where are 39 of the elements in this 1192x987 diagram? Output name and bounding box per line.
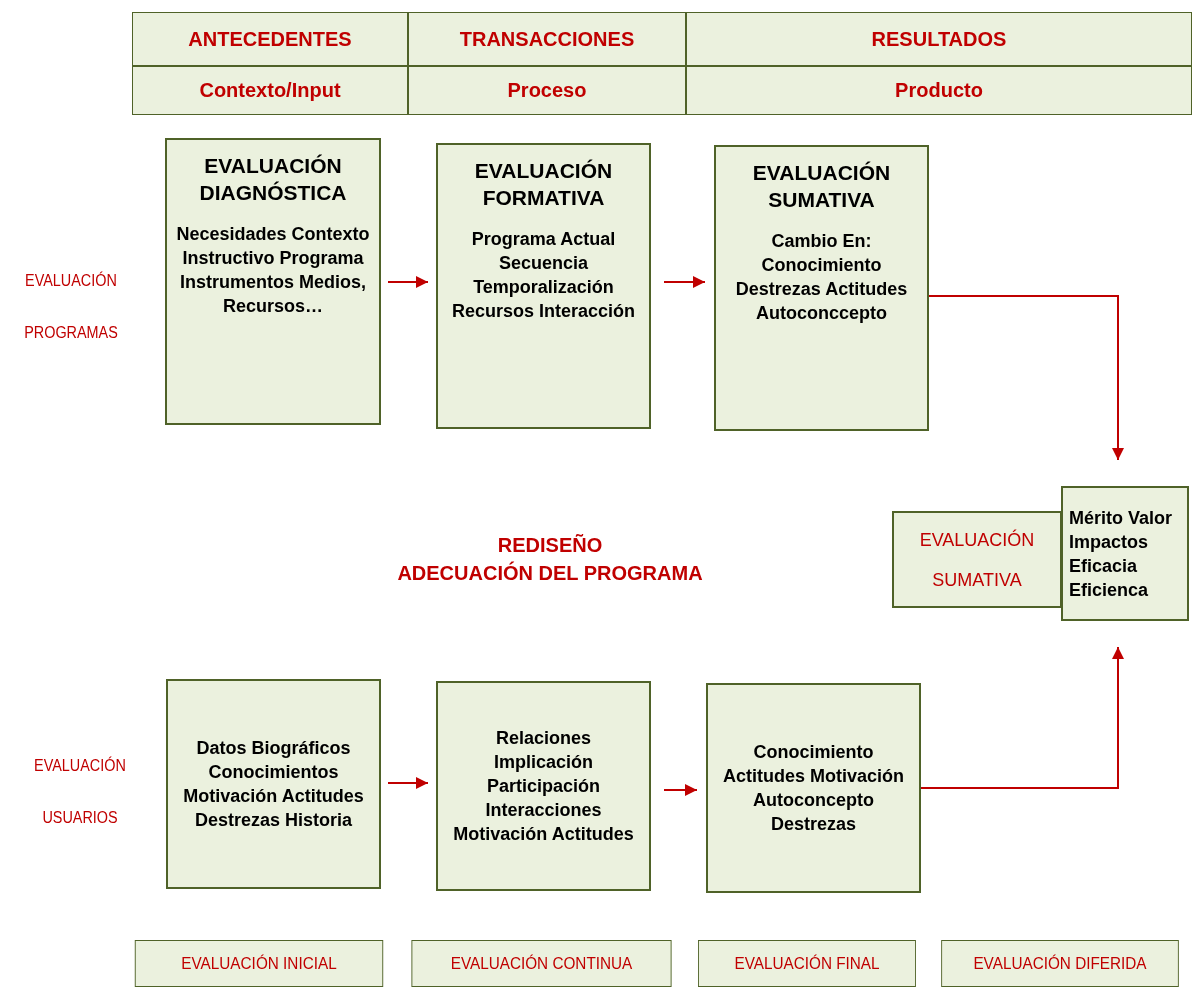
arrow <box>663 276 706 288</box>
arrow <box>387 276 429 288</box>
side-label: REDISEÑO <box>496 533 604 558</box>
table-cell: RESULTADOS <box>686 12 1192 66</box>
table-cell: ANTECEDENTES <box>132 12 408 66</box>
process-box <box>436 681 651 891</box>
process-box <box>1061 486 1189 621</box>
side-label: EVALUACIÓN USUARIOS <box>33 755 127 828</box>
table-cell: TRANSACCIONES <box>408 12 686 66</box>
arrow <box>928 295 1124 461</box>
arrow <box>920 646 1124 789</box>
side-label: ADECUACIÓN DEL PROGRAMA <box>396 560 704 586</box>
box-title: EVALUACIÓN DIAGNÓSTICA <box>198 153 348 206</box>
table-cell: Contexto/Input <box>132 66 408 115</box>
arrow <box>663 784 698 796</box>
table-cell: EVALUACIÓN CONTINUA <box>411 940 672 987</box>
table-cell: Proceso <box>408 66 686 115</box>
process-box <box>165 138 381 425</box>
box-text: Conocimiento Actitudes Motivación Autoconcepto Destrezas <box>722 741 905 836</box>
box-text: Datos Biográficos Conocimientos Motivación Actitudes Destrezas Historia <box>182 737 365 832</box>
arrow <box>387 777 429 789</box>
process-box <box>892 511 1062 608</box>
box-text: Necesidades Contexto Instructivo Programa Instrumentos Medios, Recursos… <box>175 223 371 318</box>
process-box <box>166 679 381 889</box>
box-title: EVALUACIÓN SUMATIVA <box>751 160 892 213</box>
process-box <box>436 143 651 429</box>
process-box <box>714 145 929 431</box>
table-cell: EVALUACIÓN INICIAL <box>134 940 384 987</box>
side-label: EVALUACIÓN PROGRAMAS <box>23 270 119 343</box>
box-text: Relaciones Implicación Participación Interacciones Motivación Actitudes <box>452 727 635 846</box>
box-text: EVALUACIÓN SUMATIVA <box>918 528 1036 592</box>
table-cell: EVALUACIÓN DIFERIDA <box>941 940 1179 987</box>
table-cell: Producto <box>686 66 1192 115</box>
box-text: Programa Actual Secuencia Temporalización Recursos Interacción <box>450 228 637 323</box>
process-box <box>706 683 921 893</box>
box-text: Mérito Valor Impactos Eficacia Eficienca <box>1069 506 1174 602</box>
box-text: Cambio En: Conocimiento Destrezas Actitudes Autoconccepto <box>734 230 909 325</box>
box-title: EVALUACIÓN FORMATIVA <box>473 158 614 211</box>
table-cell: EVALUACIÓN FINAL <box>698 940 916 987</box>
